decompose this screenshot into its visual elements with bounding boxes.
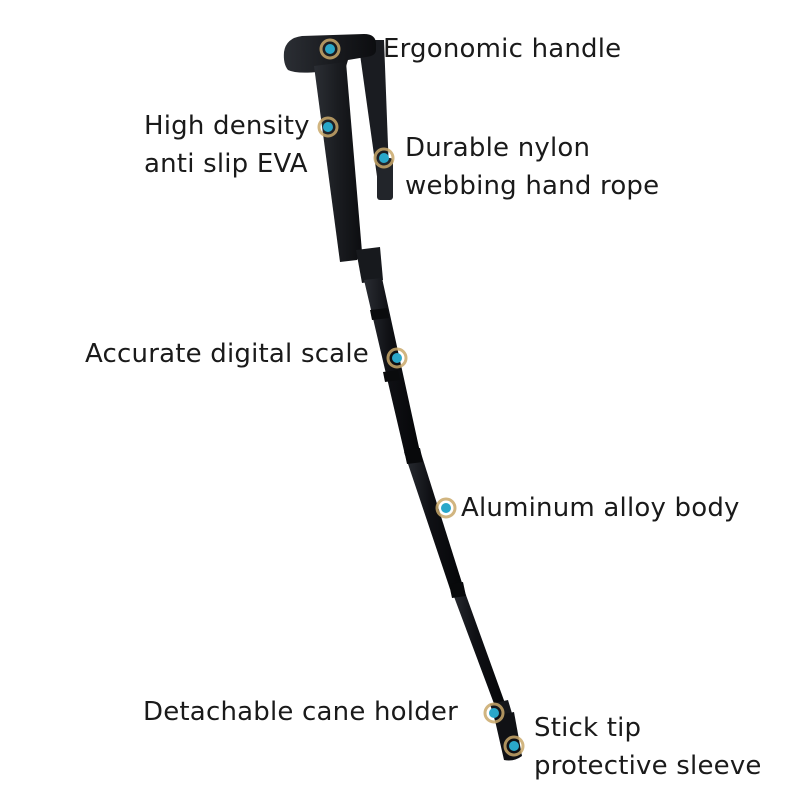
hand-rope-end [377,158,393,200]
label-text-line1: Durable nylon [405,133,591,163]
marker-handle [319,38,341,60]
shaft-joint-4 [449,582,466,598]
shaft-joint-3 [404,448,423,464]
shaft-collar [356,247,383,283]
label-ergonomic-handle: Ergonomic handle [383,30,621,68]
label-digital-scale: Accurate digital scale [85,335,369,373]
label-text: Aluminum alloy body [461,493,740,523]
label-aluminum-body: Aluminum alloy body [461,489,740,527]
label-text-line2: protective sleeve [534,751,762,781]
label-hand-rope: Durable nylon webbing hand rope [405,129,659,205]
label-text: Accurate digital scale [85,339,369,369]
label-text-line1: Stick tip [534,713,642,743]
marker-holder [483,702,505,724]
label-text-line2: webbing hand rope [405,171,660,201]
shaft-joint-2 [383,370,400,382]
label-cane-holder: Detachable cane holder [143,693,458,731]
marker-body [435,497,457,519]
label-tip-sleeve: Stick tip protective sleeve [534,709,762,785]
middle-shaft [404,450,463,589]
marker-tip [503,735,525,757]
marker-rope [373,147,395,169]
label-eva-grip: High density anti slip EVA [144,107,310,183]
marker-eva [317,116,339,138]
lower-shaft [450,584,506,709]
shaft-joint-1 [370,308,389,320]
label-text-line1: High density [144,111,310,141]
label-text-line2: anti slip EVA [144,149,308,179]
eva-grip [314,62,362,262]
label-text: Ergonomic handle [383,34,622,64]
marker-scale [386,347,408,369]
label-text: Detachable cane holder [143,697,459,727]
